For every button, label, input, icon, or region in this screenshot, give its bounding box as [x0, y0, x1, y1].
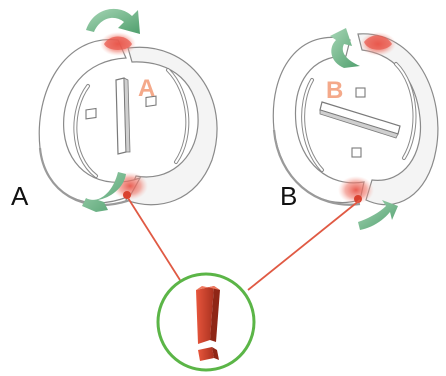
part-b-rotate-arrow-bottom — [358, 200, 398, 230]
part-b-label: B — [280, 181, 298, 211]
leader-line-left — [127, 197, 181, 281]
part-a: A — [38, 8, 218, 212]
leader-line-right — [247, 199, 361, 291]
part-a-square-left — [85, 107, 97, 120]
exclamation-icon — [196, 286, 220, 361]
part-a-rotate-arrow-bottom — [82, 172, 126, 212]
part-b-rotate-arrow-top — [330, 28, 360, 68]
part-b-square-top — [355, 87, 366, 98]
part-a-rotate-arrow-top — [86, 8, 140, 34]
part-a-square-right — [145, 95, 157, 108]
part-b: B — [272, 28, 439, 230]
part-a-label: A — [11, 181, 29, 211]
part-b-letter: B — [326, 77, 343, 104]
warning-callout — [127, 197, 361, 372]
part-b-square-bottom — [351, 147, 362, 158]
part-a-inner-ring — [73, 68, 190, 178]
part-a-rear-plate — [125, 46, 218, 206]
part-b-hotspot-bottom — [338, 176, 374, 204]
part-a-letter: A — [138, 75, 155, 102]
